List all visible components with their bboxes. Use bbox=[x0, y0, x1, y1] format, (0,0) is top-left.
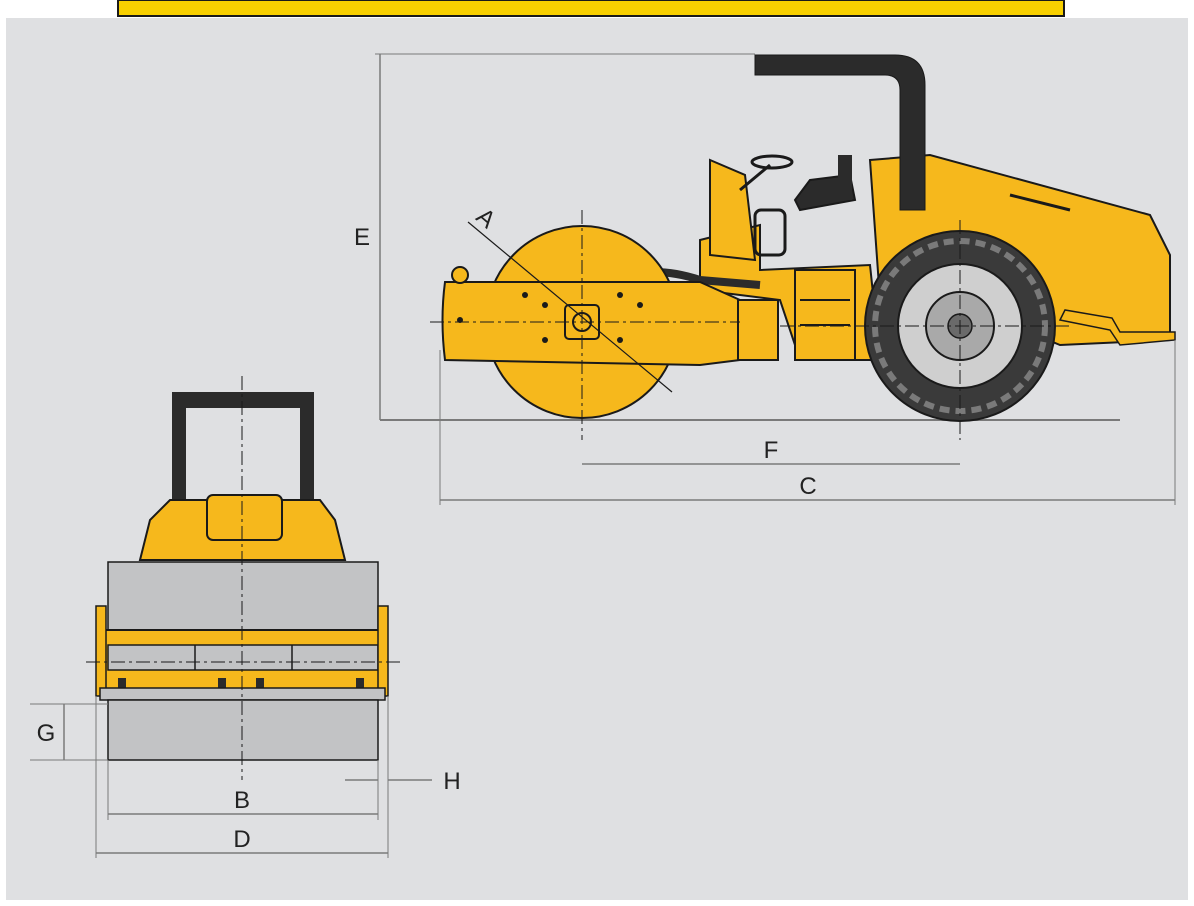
steering-column bbox=[739, 163, 771, 192]
steering-wheel bbox=[750, 154, 794, 170]
front-view: G H B D bbox=[30, 376, 461, 858]
label-h: H bbox=[443, 768, 460, 795]
step-frame bbox=[794, 269, 856, 361]
label-c: C bbox=[799, 473, 816, 500]
drum-diameter-line bbox=[467, 221, 673, 393]
scraper-brackets bbox=[118, 678, 364, 692]
rops-left-post bbox=[172, 392, 186, 517]
hood-grille bbox=[1009, 193, 1071, 212]
label-d: D bbox=[233, 826, 250, 853]
side-view: E A F C bbox=[354, 53, 1176, 505]
articulation-joint bbox=[737, 299, 779, 361]
rops-right-post bbox=[300, 392, 314, 517]
tire-tread bbox=[872, 238, 1048, 414]
rear-hitch bbox=[1058, 309, 1176, 346]
label-g: G bbox=[37, 720, 56, 747]
front-frame-band bbox=[107, 644, 379, 671]
scraper-right bbox=[377, 605, 389, 697]
label-b: B bbox=[234, 787, 250, 814]
label-f: F bbox=[764, 437, 779, 464]
front-lift-eye bbox=[451, 266, 469, 284]
label-e: E bbox=[354, 224, 370, 251]
front-cover-panel bbox=[206, 494, 283, 541]
rops-top-bar bbox=[172, 392, 314, 408]
grab-handle bbox=[753, 208, 787, 257]
scraper-left bbox=[95, 605, 107, 697]
top-banner bbox=[117, 0, 1065, 17]
exhaust-pipe bbox=[754, 54, 926, 211]
front-drum-lower bbox=[107, 699, 379, 761]
front-drum-upper bbox=[107, 561, 379, 633]
seat-back bbox=[838, 155, 852, 200]
